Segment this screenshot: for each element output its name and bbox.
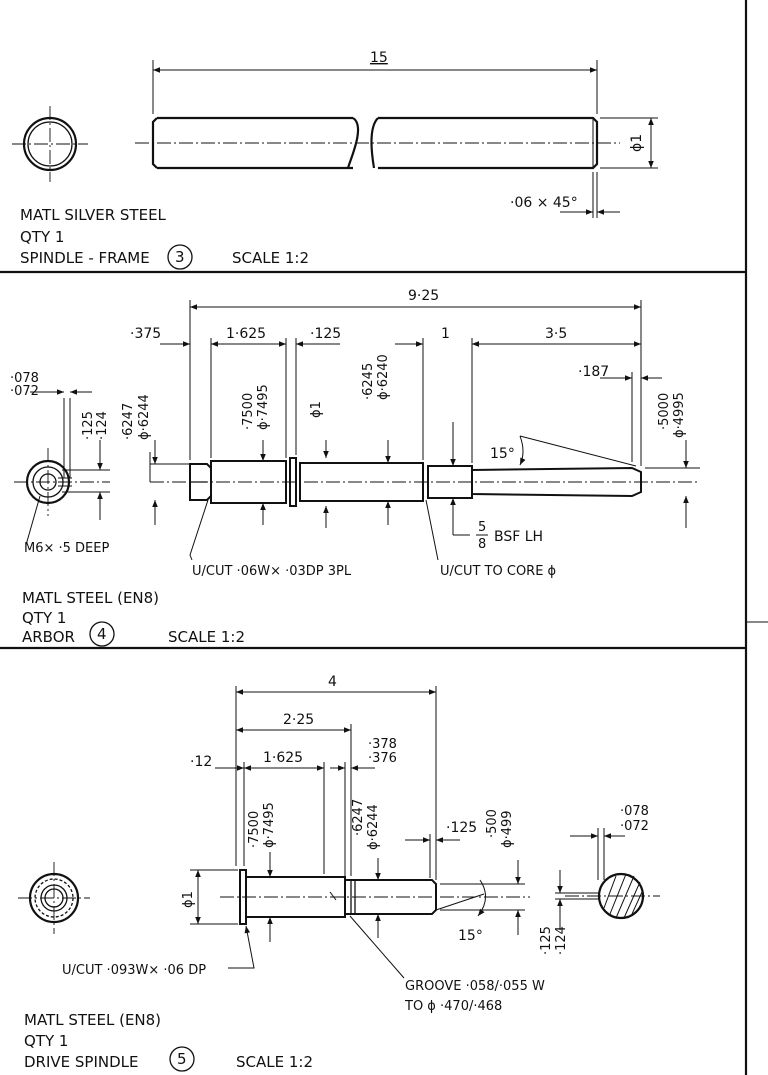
- dim-125: ·125: [446, 820, 477, 836]
- drive-spindle-top-dimensions: 4 2·25 ·12 1·625 ·378 ·376 ·125: [190, 674, 477, 880]
- spindle-side-view: [135, 116, 620, 170]
- dim-7495: ϕ·7495: [262, 802, 277, 848]
- thread-denominator: 8: [478, 537, 486, 552]
- dim-125b: ·125: [81, 411, 96, 440]
- dim-124: ·124: [554, 926, 569, 955]
- groove-note-line2: TO ϕ ·470/·468: [404, 999, 502, 1014]
- part3-material: MATL SILVER STEEL: [20, 206, 167, 224]
- dim-1625: 1·625: [226, 326, 266, 342]
- drive-spindle-notes: U/CUT ·093W× ·06 DP GROOVE ·058/·055 W T…: [62, 915, 545, 1014]
- spindle-end-view: [12, 106, 88, 182]
- dim-6240: ϕ·6240: [376, 354, 391, 400]
- part5-scale: SCALE 1:2: [236, 1053, 313, 1071]
- dim-1: 1: [441, 326, 450, 342]
- undercut-core-note: U/CUT TO CORE ϕ: [440, 564, 556, 579]
- arbor-side-view: [149, 452, 700, 507]
- undercut-note: U/CUT ·06W× ·03DP 3PL: [192, 564, 352, 579]
- arbor-thread-callout: 5 8 BSF LH: [452, 500, 543, 552]
- part5-qty: QTY 1: [24, 1032, 68, 1050]
- dim-375: ·375: [130, 326, 161, 342]
- thread-numerator: 5: [478, 520, 486, 535]
- dim-6247: ·6247: [351, 799, 366, 836]
- part3-scale: SCALE 1:2: [232, 249, 309, 267]
- dim-6244: ϕ·6244: [137, 394, 152, 440]
- dim-total-length: 9·25: [408, 288, 439, 304]
- undercut-note: U/CUT ·093W× ·06 DP: [62, 963, 206, 978]
- part4-number: 4: [97, 625, 107, 643]
- part5-material: MATL STEEL (EN8): [24, 1011, 161, 1029]
- dim-chamfer-label: ·06 × 45°: [510, 195, 578, 211]
- part3-number: 3: [175, 248, 185, 266]
- part5-number-balloon: [169, 1046, 195, 1072]
- part4-qty: QTY 1: [22, 609, 66, 627]
- arbor-end-view: ·078 ·072 ·125 ·124 M6× ·5 DEEP: [10, 371, 110, 556]
- part5-number: 5: [177, 1050, 187, 1068]
- chamfer-dimension: ·06 × 45°: [510, 172, 620, 218]
- part4-number-balloon: [89, 621, 115, 647]
- arbor-diameter-dimensions: ·6247 ϕ·6244 ·7500 ϕ·7495 ϕ1 ·6245 ϕ·624…: [121, 354, 700, 528]
- dim-4: 4: [328, 674, 337, 690]
- part-3-spindle-frame: 15 ϕ1 ·06 × 45° MATL SILVER STEEL QTY 1 …: [12, 50, 658, 270]
- part3-number-balloon: [167, 244, 193, 270]
- dim-376: ·376: [368, 751, 397, 766]
- dim-072: ·072: [620, 819, 649, 834]
- part4-material: MATL STEEL (EN8): [22, 589, 159, 607]
- drive-angle: 15°: [458, 928, 483, 944]
- part-5-drive-spindle: 4 2·25 ·12 1·625 ·378 ·376 ·125 ϕ1: [18, 674, 660, 1072]
- dim-length-label: 15: [370, 50, 388, 66]
- dim-12: ·12: [190, 754, 212, 770]
- dim-6247: ·6247: [121, 403, 136, 440]
- dim-187: ·187: [578, 364, 609, 380]
- dim-7500: ·7500: [241, 393, 256, 430]
- tapped-hole-note: M6× ·5 DEEP: [24, 541, 109, 556]
- dim-500: ·500: [485, 809, 500, 838]
- part4-name: ARBOR: [22, 628, 75, 646]
- dim-1625: 1·625: [263, 750, 303, 766]
- dim-078: ·078: [10, 371, 39, 386]
- groove-note-line1: GROOVE ·058/·055 W: [405, 979, 545, 994]
- diameter-dimension: ϕ1: [600, 117, 658, 169]
- dim-6245: ·6245: [361, 363, 376, 400]
- arbor-top-dimensions: 9·25 ·375 1·625 ·125 1 3·5 ·187: [130, 288, 662, 466]
- part3-qty: QTY 1: [20, 228, 64, 246]
- dim-phi1: ϕ1: [309, 401, 324, 418]
- part3-name: SPINDLE - FRAME: [20, 249, 150, 267]
- part-4-arbor: ·078 ·072 ·125 ·124 M6× ·5 DEEP 9·25: [10, 288, 700, 647]
- dim-6244: ϕ·6244: [366, 804, 381, 850]
- dim-072: ·072: [10, 384, 39, 399]
- dim-124: ·124: [95, 411, 110, 440]
- dim-5000: ·5000: [657, 393, 672, 430]
- dim-35: 3·5: [545, 326, 567, 342]
- drive-spindle-section-view: ·078 ·072 ·125 ·124: [539, 804, 660, 955]
- dim-378: ·378: [368, 737, 397, 752]
- drive-spindle-diameter-dimensions: ϕ1 ·7500 ϕ·7495 ·6247 ϕ·6244 ·500 ϕ·499 …: [181, 799, 525, 944]
- dim-7500: ·7500: [247, 811, 262, 848]
- thread-spec: BSF LH: [494, 529, 543, 545]
- arbor-undercut-notes: U/CUT ·06W× ·03DP 3PL U/CUT TO CORE ϕ: [189, 499, 556, 579]
- dim-phi1: ϕ1: [181, 891, 196, 908]
- length-dimension: 15: [152, 50, 598, 114]
- drive-spindle-side-view: [220, 869, 530, 925]
- drive-spindle-end-view: [18, 862, 90, 934]
- dim-4995: ϕ·4995: [672, 392, 687, 438]
- dim-499: ϕ·499: [500, 810, 515, 848]
- dim-078: ·078: [620, 804, 649, 819]
- dim-225: 2·25: [283, 712, 314, 728]
- part4-scale: SCALE 1:2: [168, 628, 245, 646]
- dim-diameter-label: ϕ1: [629, 134, 645, 152]
- arbor-angle: 15°: [490, 446, 515, 462]
- part5-name: DRIVE SPINDLE: [24, 1053, 139, 1071]
- dim-125b: ·125: [539, 926, 554, 955]
- dim-7495: ϕ·7495: [256, 384, 271, 430]
- dim-125: ·125: [310, 326, 341, 342]
